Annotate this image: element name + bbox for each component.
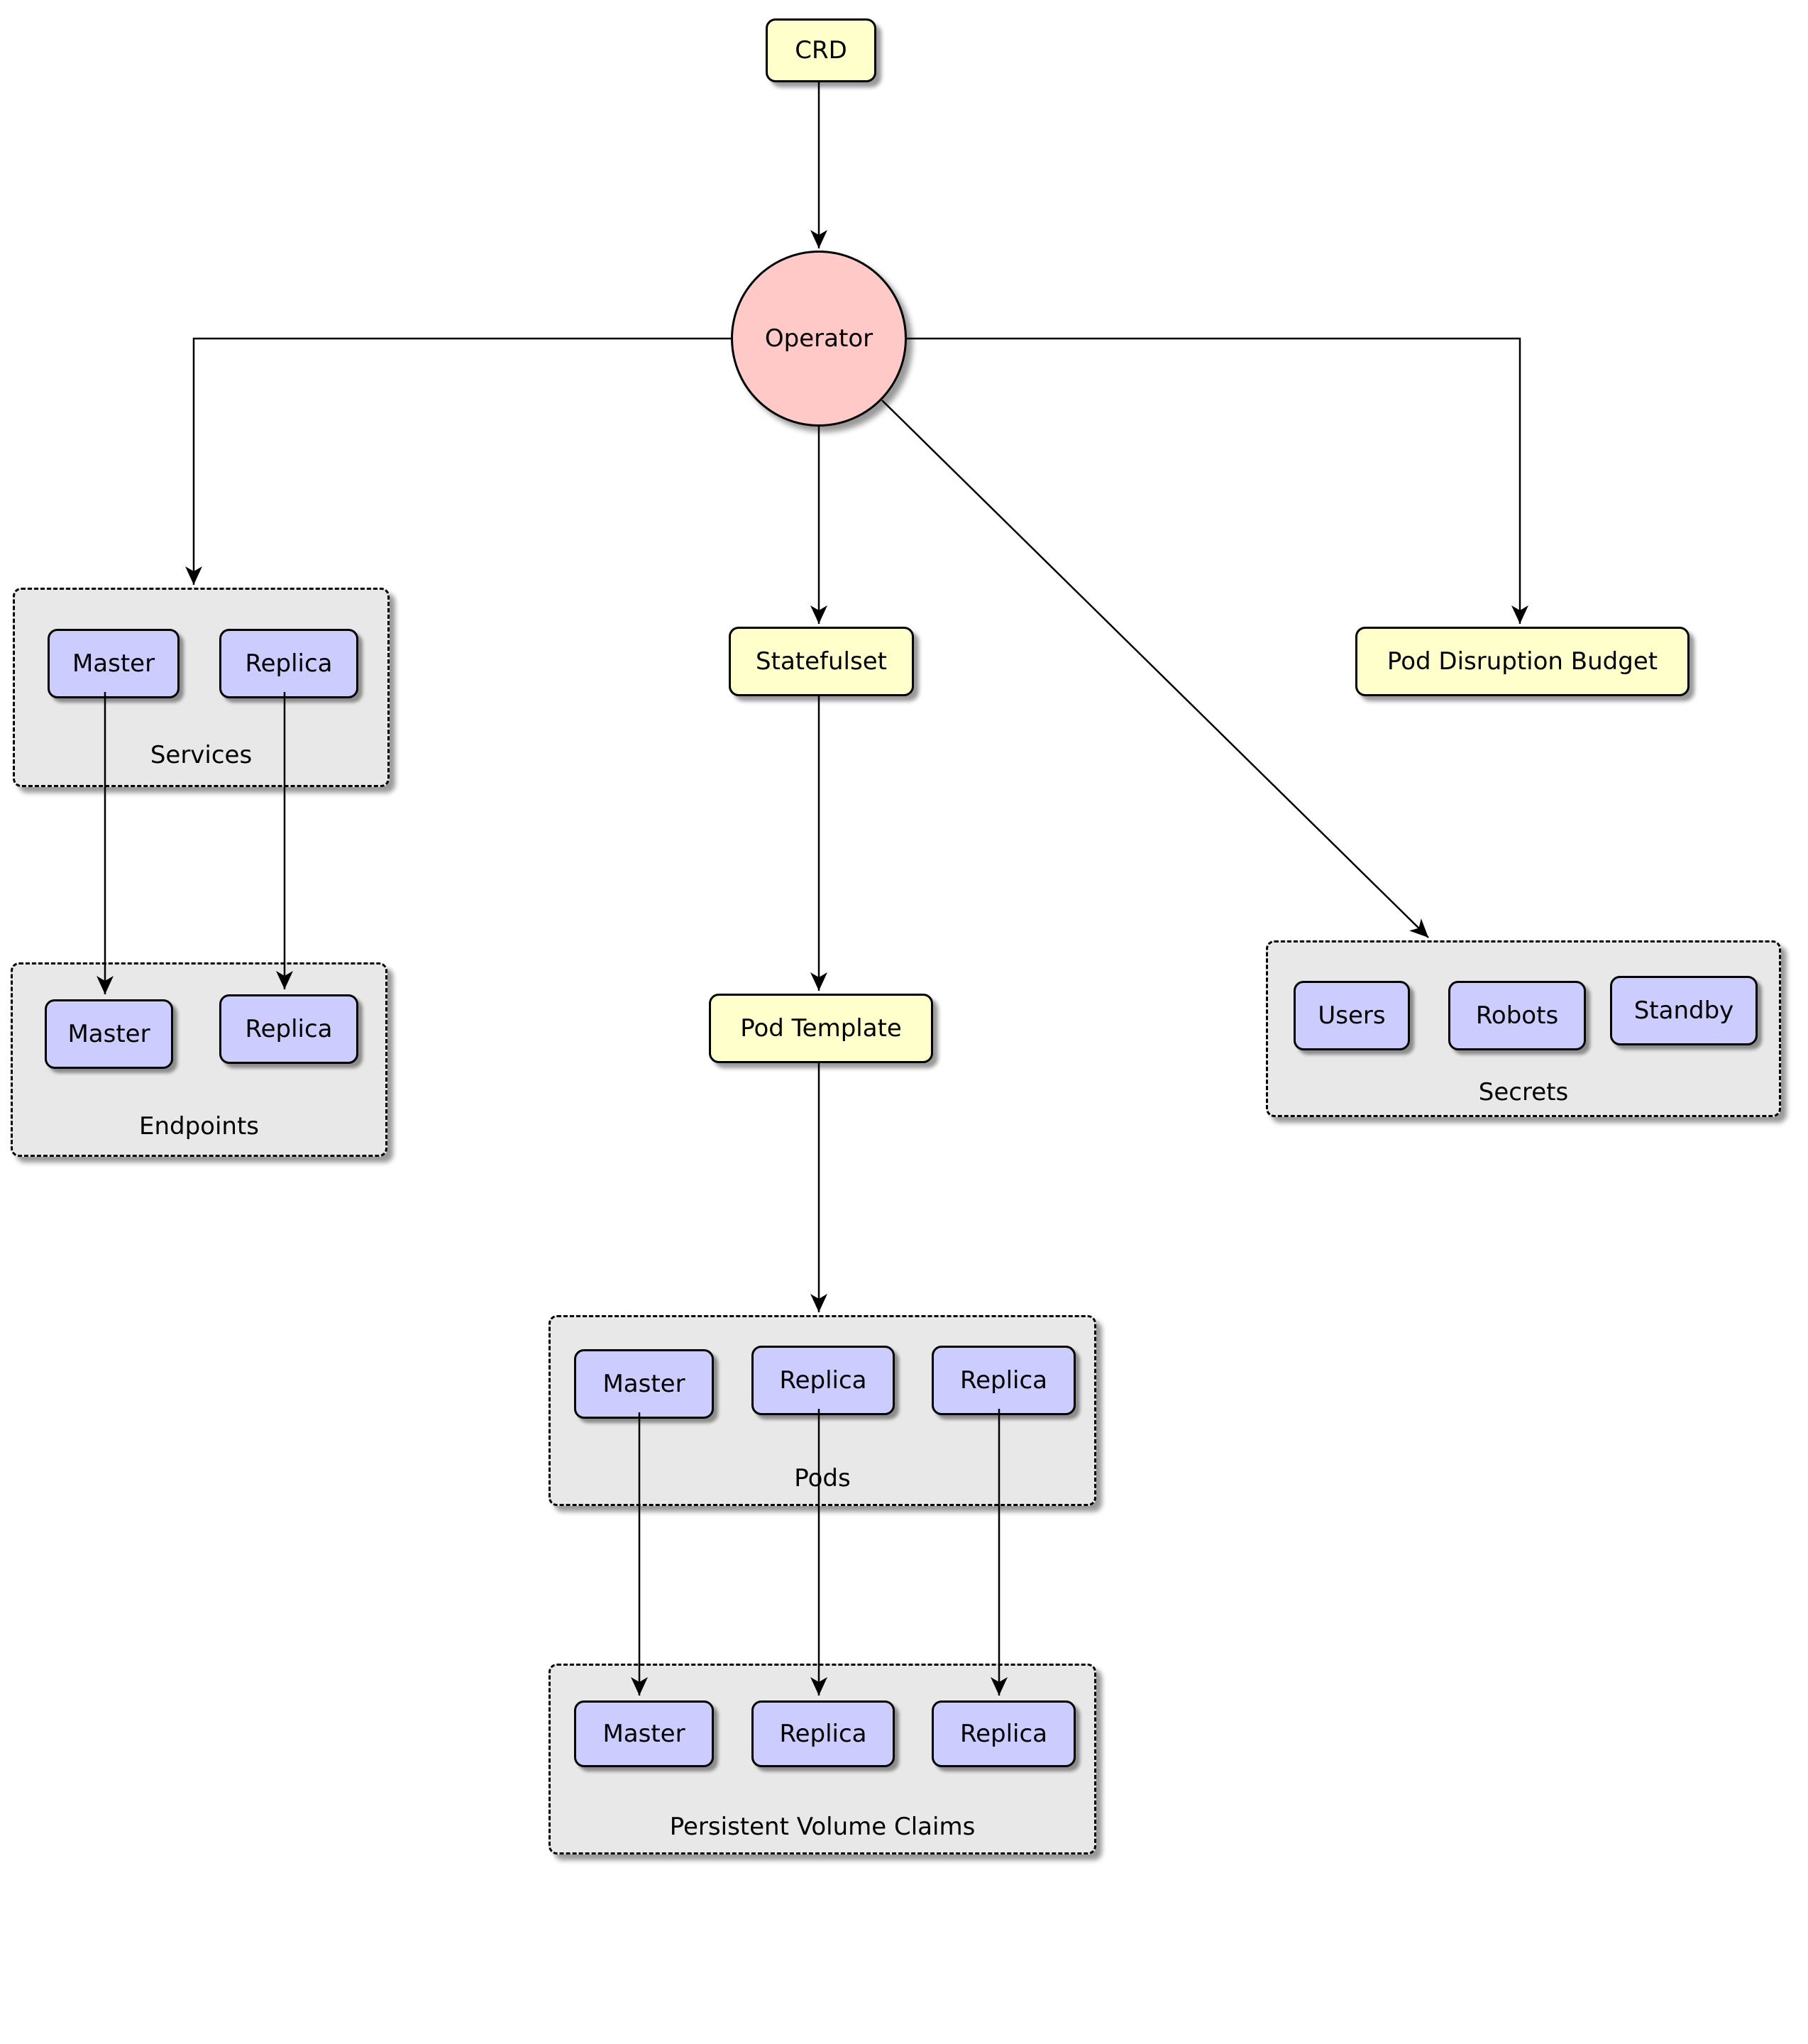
pods-replica1-node: Replica — [751, 1346, 895, 1415]
endpoints-group-label: Endpoints — [138, 1112, 260, 1141]
group-secrets: Users Robots Standby Secrets — [1266, 940, 1781, 1117]
services-master-node: Master — [48, 629, 180, 698]
group-services: Master Replica Services — [13, 588, 390, 787]
node-crd: CRD — [766, 18, 876, 82]
pvc-replica1-node: Replica — [751, 1700, 895, 1767]
secrets-users-node: Users — [1294, 981, 1410, 1050]
edge-operator-services — [185, 337, 732, 585]
pods-group-label: Pods — [794, 1464, 851, 1493]
pvc-group-label: Persistent Volume Claims — [669, 1813, 976, 1841]
edge-operator-pdb — [905, 337, 1528, 624]
secrets-group-label: Secrets — [1478, 1078, 1569, 1106]
secrets-standby-node: Standby — [1610, 976, 1758, 1045]
pvc-replica2-node: Replica — [932, 1700, 1076, 1767]
node-pod-disruption-budget: Pod Disruption Budget — [1355, 627, 1690, 696]
group-endpoints: Master Replica Endpoints — [11, 962, 387, 1157]
edge-operator-secrets — [881, 400, 1429, 938]
secrets-robots-node: Robots — [1448, 981, 1586, 1050]
node-pod-template: Pod Template — [709, 994, 933, 1063]
pods-master-node: Master — [574, 1349, 714, 1419]
services-replica-node: Replica — [219, 629, 358, 698]
node-operator: Operator — [731, 251, 907, 427]
endpoints-replica-node: Replica — [219, 994, 358, 1064]
pvc-master-node: Master — [574, 1700, 714, 1767]
pods-replica2-node: Replica — [932, 1346, 1076, 1415]
endpoints-master-node: Master — [45, 999, 173, 1069]
services-group-label: Services — [150, 741, 253, 769]
node-statefulset: Statefulset — [729, 627, 914, 696]
